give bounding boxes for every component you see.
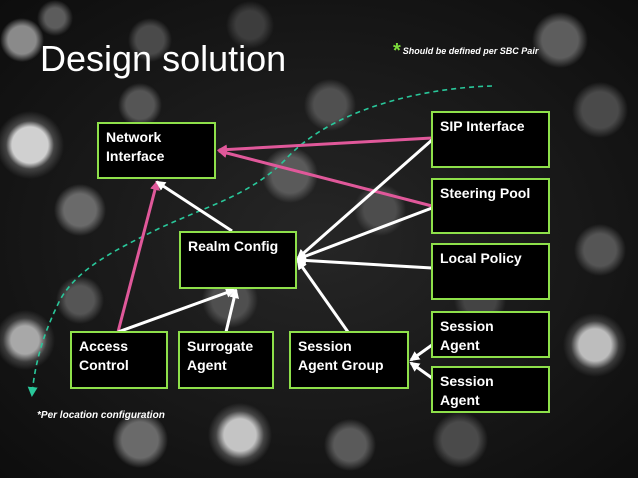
sip-interface-box: SIP Interface <box>431 111 550 168</box>
arrow-steering-pool-to-network-interface <box>217 148 433 208</box>
bottom-footnote-text: Per location configuration <box>40 410 165 421</box>
arrow-session-agent-group-to-realm-config <box>296 259 350 333</box>
bottom-footnote: *Per location configuration <box>37 410 165 421</box>
session-agent-box-1: Session Agent <box>431 311 550 358</box>
arrow-local-policy-to-realm-config <box>296 255 433 270</box>
arrow-sip-interface-to-realm-config <box>296 138 433 260</box>
slide-title: Design solution <box>40 38 287 79</box>
arrow-surrogate-agent-to-realm-config <box>224 288 240 333</box>
network-interface-box: Network Interface <box>97 122 216 179</box>
access-control-box: Access Control <box>70 331 168 389</box>
bottom-footnote-marker: * <box>37 410 41 421</box>
asterisk-icon: * <box>393 40 401 62</box>
arrow-access-control-to-network-interface <box>116 180 160 333</box>
session-agent-group-box: Session Agent Group <box>289 331 409 389</box>
steering-pool-box: Steering Pool <box>431 178 550 234</box>
arrow-sip-interface-to-network-interface <box>217 136 433 155</box>
arrow-session-agent-1-to-session-agent-group <box>409 343 433 362</box>
arrow-session-agent-2-to-session-agent-group <box>409 361 433 380</box>
location-boundary-dashed-line <box>27 85 493 397</box>
realm-config-box: Realm Config <box>179 231 297 289</box>
arrow-steering-pool-to-realm-config <box>296 206 433 261</box>
session-agent-box-2: Session Agent <box>431 366 550 413</box>
arrow-access-control-to-realm-config <box>117 288 236 334</box>
top-footnote-text: Should be defined per SBC Pair <box>402 46 539 56</box>
surrogate-agent-box: Surrogate Agent <box>178 331 274 389</box>
top-footnote: *Should be defined per SBC Pair <box>393 40 538 63</box>
arrow-realm-config-to-network-interface <box>155 180 233 233</box>
local-policy-box: Local Policy <box>431 243 550 300</box>
